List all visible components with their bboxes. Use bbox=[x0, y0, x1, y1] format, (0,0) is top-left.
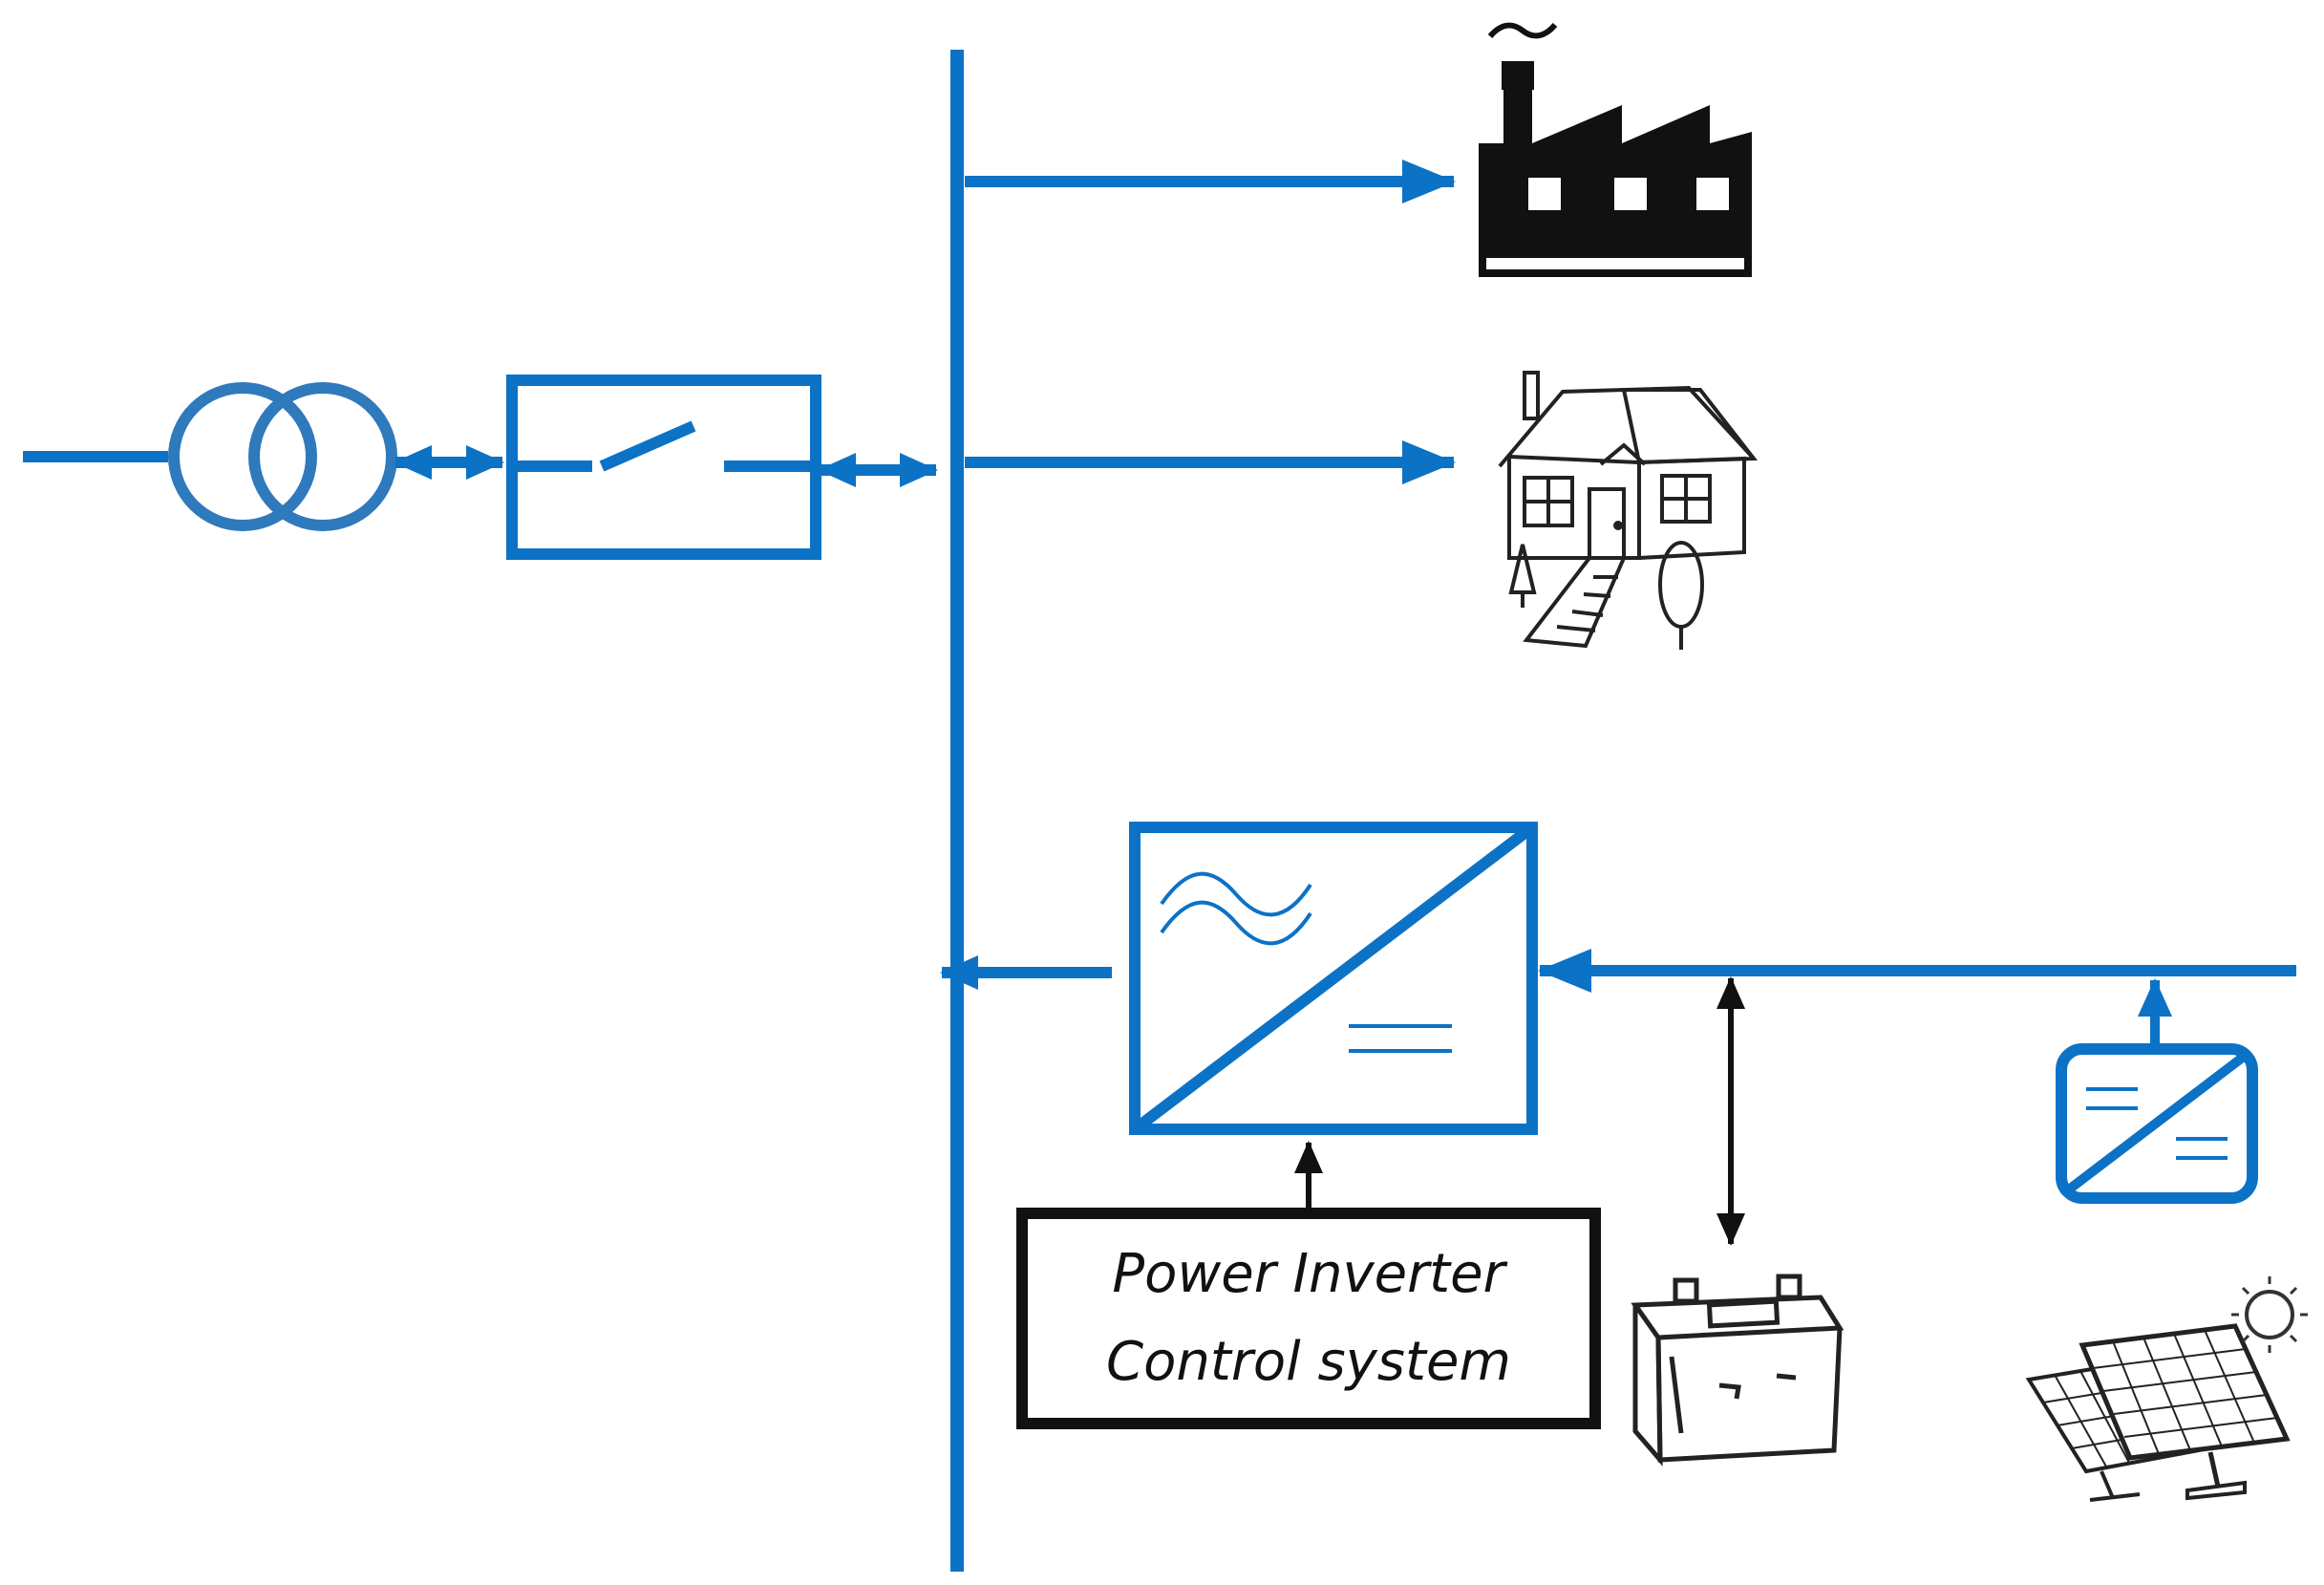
transformer-icon bbox=[168, 382, 397, 531]
sun-icon bbox=[2231, 1276, 2308, 1353]
solar-panel-icon bbox=[2025, 1323, 2291, 1502]
dc-dc-converter-icon bbox=[2056, 1043, 2258, 1204]
house-icon bbox=[1498, 371, 1758, 650]
inverter-ac-dc-icon bbox=[1129, 822, 1538, 1135]
control-system-box bbox=[1016, 1208, 1601, 1429]
factory-icon bbox=[1479, 22, 1752, 277]
circuit-breaker-switch-icon bbox=[506, 375, 821, 560]
battery-icon bbox=[1631, 1274, 1844, 1467]
